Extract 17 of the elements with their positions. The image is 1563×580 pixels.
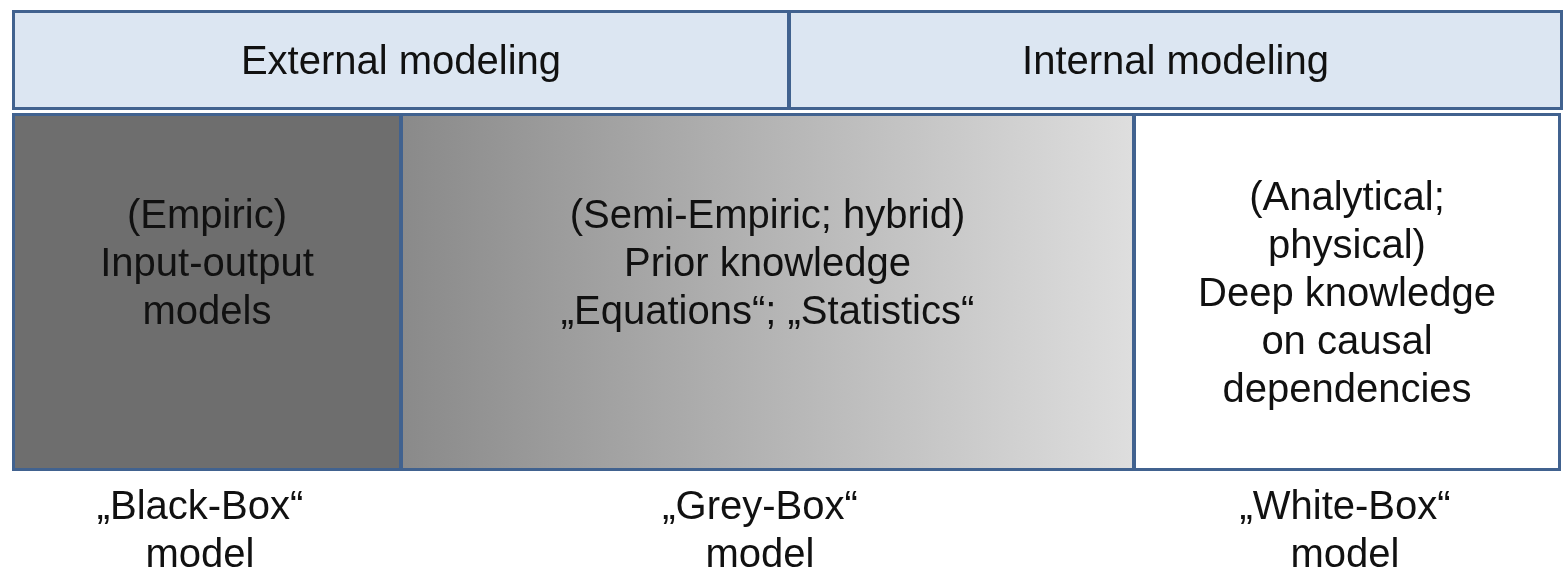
- caption-text: „Black-Box“ model: [95, 482, 305, 577]
- box-text: Deep knowledge on causal dependencies: [1197, 269, 1497, 412]
- box-text: Input-output models: [99, 239, 315, 334]
- header-text: Internal modeling: [1022, 37, 1329, 84]
- header-cell: [788, 10, 1563, 110]
- box-text: „Equations“; „Statistics“: [560, 287, 975, 334]
- caption-text: „Grey-Box“ model: [661, 482, 859, 577]
- model-box: [1133, 113, 1561, 471]
- box-text: Prior knowledge: [624, 239, 911, 286]
- box-text: (Semi-Empiric; hybrid): [569, 191, 966, 238]
- model-box: [400, 113, 1135, 471]
- header-cell: [12, 10, 790, 110]
- caption-text: „White-Box“ model: [1238, 482, 1452, 577]
- box-text: (Empiric): [127, 191, 287, 238]
- box-text: (Analytical; physical): [1248, 173, 1446, 268]
- model-box: [12, 113, 402, 471]
- header-text: External modeling: [240, 37, 562, 84]
